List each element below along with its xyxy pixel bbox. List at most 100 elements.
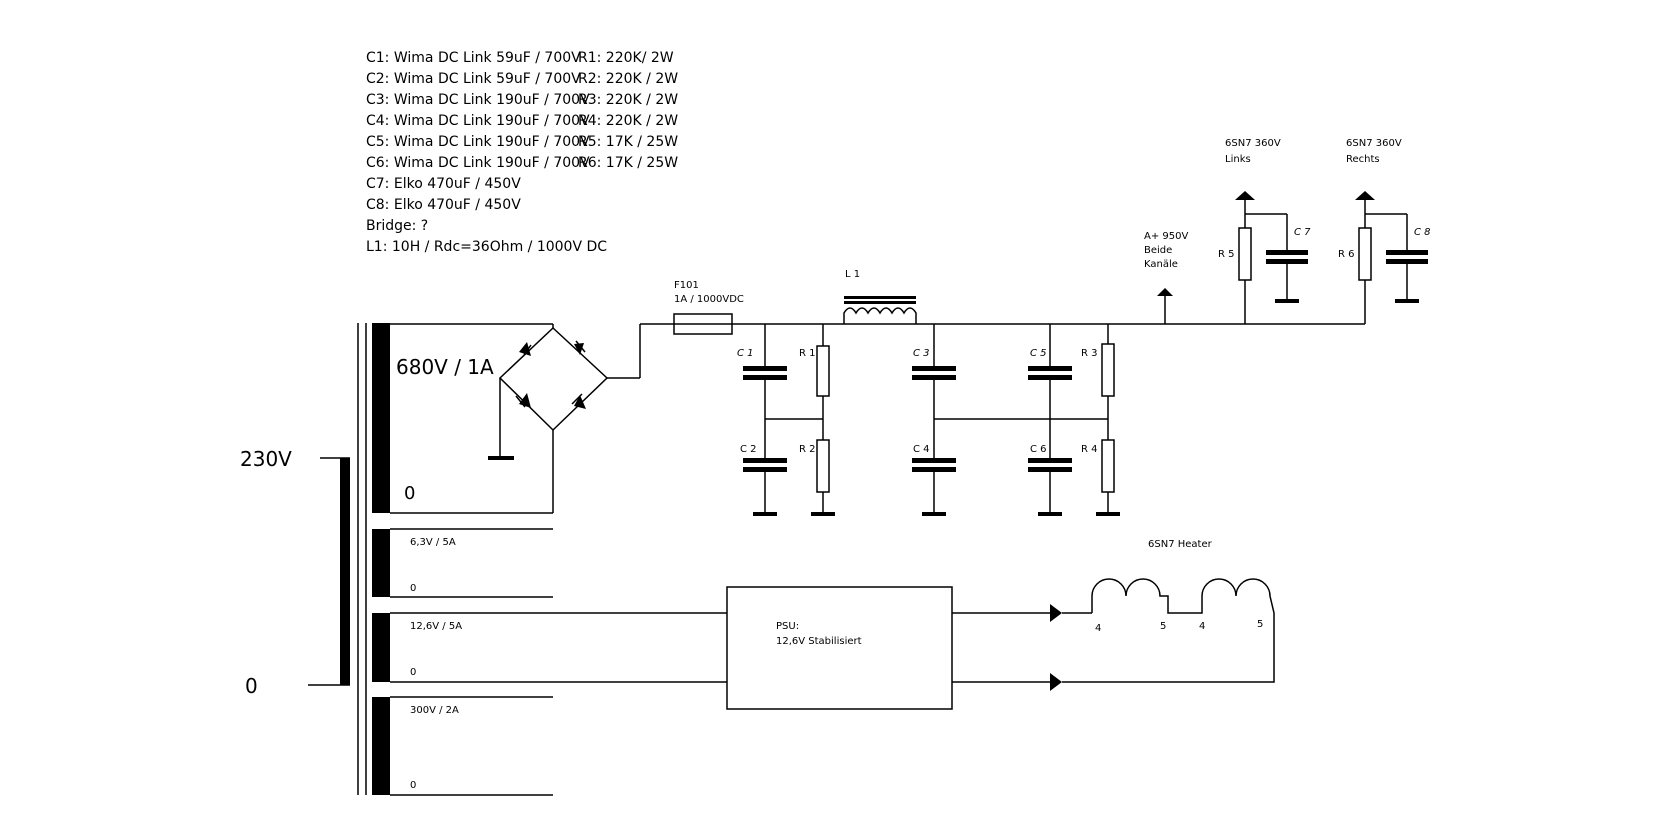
choke-coil — [843, 307, 917, 324]
hv-output-line3: Kanäle — [1144, 259, 1178, 270]
parts-right-line: R3: 220K / 2W — [578, 92, 678, 108]
transformer: 230V 0 680V / 1A 0 6,3V / 5A 0 12,6V / 5… — [240, 323, 553, 796]
capacitor-plate — [1028, 458, 1072, 463]
fuse-rating: 1A / 1000VDC — [674, 294, 744, 305]
secondary-winding-hv — [372, 323, 390, 513]
heater-filaments: 6SN7 Heater 4 5 4 5 — [1062, 539, 1275, 683]
capacitor-plate — [743, 375, 787, 380]
parts-left-line: C2: Wima DC Link 59uF / 700V — [366, 71, 581, 87]
parts-left-line: C7: Elko 470uF / 450V — [366, 176, 521, 192]
choke-core — [844, 301, 916, 304]
diode-icon — [571, 393, 586, 409]
parts-left-line: C8: Elko 470uF / 450V — [366, 197, 521, 213]
tube-supply-rechts: R 6 C 8 6SN7 360V Rechts — [1338, 138, 1431, 324]
cap-c7-label: C 7 — [1294, 227, 1311, 238]
diode-icon — [574, 340, 586, 355]
secondary-6v3-voltage: 6,3V / 5A — [410, 537, 456, 548]
secondary-winding-12v6 — [372, 613, 390, 682]
cap-c8-label: C 8 — [1414, 227, 1431, 238]
capacitor-plate — [1386, 250, 1428, 255]
res-r5-label: R 5 — [1218, 249, 1235, 260]
parts-left-line: C6: Wima DC Link 190uF / 700V — [366, 155, 590, 171]
heater-pin-label: 5 — [1257, 619, 1263, 630]
resistor-r6 — [1358, 227, 1372, 281]
ground-symbol — [1038, 512, 1062, 516]
tube-rechts-line2: Rechts — [1346, 154, 1380, 165]
psu-line2: 12,6V Stabilisiert — [776, 636, 862, 647]
heater-title: 6SN7 Heater — [1148, 539, 1213, 550]
capacitor-plate — [1028, 366, 1072, 371]
parts-right-line: R1: 220K/ 2W — [578, 50, 674, 66]
arrow-right-icon — [1050, 604, 1062, 622]
res-r3-label: R 3 — [1081, 348, 1098, 359]
bridge-rectifier — [488, 323, 674, 513]
parts-right-line: R6: 17K / 25W — [578, 155, 678, 171]
heater-coil — [1062, 578, 1275, 683]
output-arrow-icon — [1235, 191, 1255, 200]
capacitor-plate — [912, 366, 956, 371]
parts-list: C1: Wima DC Link 59uF / 700V C2: Wima DC… — [366, 50, 678, 255]
res-r4-label: R 4 — [1081, 444, 1098, 455]
heater-pin-label: 4 — [1095, 623, 1101, 634]
cap-c2-label: C 2 — [740, 444, 757, 455]
tube-links-line1: 6SN7 360V — [1225, 138, 1281, 149]
hv-output-line2: Beide — [1144, 245, 1172, 256]
capacitor-plate — [1266, 259, 1308, 264]
secondary-hv-voltage: 680V / 1A — [396, 355, 494, 379]
psu-box — [726, 586, 953, 710]
res-r2-label: R 2 — [799, 444, 816, 455]
resistor-r3 — [1101, 343, 1115, 397]
primary-voltage-label: 230V — [240, 447, 292, 471]
secondary-6v3-zero: 0 — [410, 583, 416, 594]
capacitor-plate — [1386, 259, 1428, 264]
heater-pin-label: 4 — [1199, 621, 1205, 632]
fuse-name: F101 — [674, 280, 699, 291]
capacitor-plate — [743, 366, 787, 371]
capacitor-plate — [912, 375, 956, 380]
tube-links-line2: Links — [1225, 154, 1251, 165]
cap-c4-label: C 4 — [913, 444, 930, 455]
secondary-winding-6v3 — [372, 529, 390, 597]
fuse-f101: F101 1A / 1000VDC — [673, 280, 744, 335]
diode-icon — [515, 393, 531, 408]
res-r1-label: R 1 — [799, 348, 816, 359]
resistor-r2 — [816, 439, 830, 493]
diode-icon — [519, 342, 532, 356]
parts-left-line: C4: Wima DC Link 190uF / 700V — [366, 113, 590, 129]
resistor-r1 — [816, 345, 830, 397]
psu-block: PSU: 12,6V Stabilisiert — [553, 586, 1062, 710]
parts-left-line: Bridge: ? — [366, 218, 428, 234]
cap-c3-label: C 3 — [913, 348, 930, 359]
capacitor-plate — [743, 467, 787, 472]
tube-rechts-line1: 6SN7 360V — [1346, 138, 1402, 149]
cap-c6-label: C 6 — [1030, 444, 1047, 455]
filter-stage-2: C 3 C 4 C 5 C 6 R 3 R 4 — [912, 324, 1120, 516]
parts-left-line: L1: 10H / Rdc=36Ohm / 1000V DC — [366, 239, 607, 255]
capacitor-plate — [1028, 467, 1072, 472]
ground-symbol — [922, 512, 946, 516]
capacitor-plate — [912, 458, 956, 463]
psu-line1: PSU: — [776, 621, 799, 632]
ground-symbol — [488, 456, 514, 460]
heater-pin-label: 5 — [1160, 621, 1166, 632]
cap-c1-label: C 1 — [737, 348, 754, 359]
arrow-right-icon — [1050, 673, 1062, 691]
hv-output-terminal: A+ 950V Beide Kanäle — [1144, 231, 1188, 324]
tube-supply-links: R 5 C 7 6SN7 360V Links — [1218, 138, 1311, 324]
cap-c5-label: C 5 — [1030, 348, 1047, 359]
capacitor-plate — [912, 467, 956, 472]
parts-right-line: R2: 220K / 2W — [578, 71, 678, 87]
primary-winding — [340, 458, 350, 685]
ground-symbol — [1096, 512, 1120, 516]
capacitor-plate — [743, 458, 787, 463]
parts-left-line: C5: Wima DC Link 190uF / 700V — [366, 134, 590, 150]
res-r6-label: R 6 — [1338, 249, 1355, 260]
capacitor-plate — [1028, 375, 1072, 380]
parts-right-line: R5: 17K / 25W — [578, 134, 678, 150]
choke-core — [844, 296, 916, 299]
resistor-r5 — [1238, 227, 1252, 281]
ground-symbol — [1275, 299, 1299, 303]
capacitor-plate — [1266, 250, 1308, 255]
ground-symbol — [1395, 299, 1419, 303]
